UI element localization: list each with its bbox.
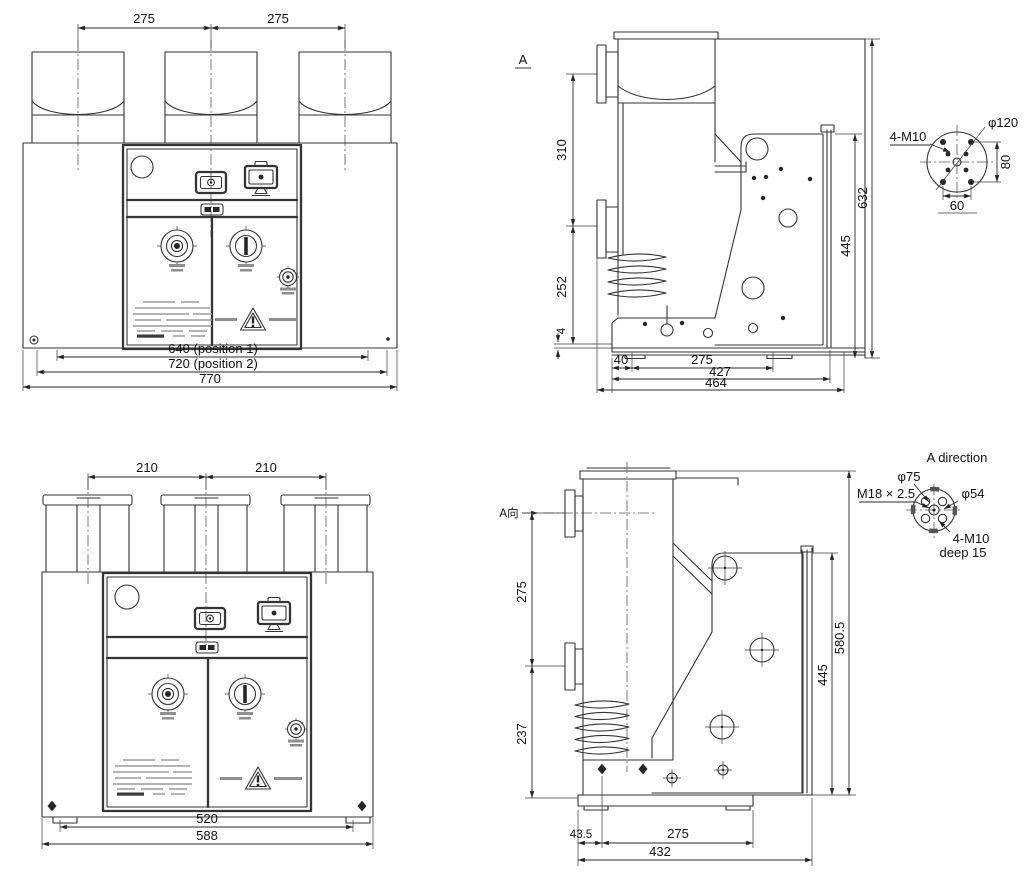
frame-holes xyxy=(642,137,813,339)
pole-center-lines xyxy=(77,40,346,237)
dim-height-445: 445 xyxy=(838,235,853,257)
warning-triangle-icon xyxy=(214,307,298,331)
dim-width-pos1: 640 (position 1) xyxy=(168,341,258,356)
label-flange-bolts: 4-M10 xyxy=(890,129,927,144)
view-side-top: A xyxy=(515,31,880,393)
lower-terminal xyxy=(596,199,619,259)
dim-pitch-left: 275 xyxy=(133,11,155,26)
dim-dia-inner: φ54 xyxy=(962,486,985,501)
dim-offset-435: 43.5 xyxy=(570,829,592,841)
close-button-dial-2 xyxy=(147,673,189,715)
base-plate xyxy=(611,317,866,360)
close-button-dial xyxy=(156,225,198,267)
operation-counter-2 xyxy=(256,596,292,633)
view-side-bottom: A向 xyxy=(499,462,856,866)
frame-panel-2 xyxy=(651,542,814,796)
dim-width-overall: 770 xyxy=(199,371,221,386)
dim-flange-v: 80 xyxy=(998,155,1013,169)
dim-width-overall-2: 588 xyxy=(196,828,218,843)
warning-triangle-icon-2 xyxy=(219,766,303,790)
pole-center-lines-2 xyxy=(87,478,327,645)
interlock-badge-2 xyxy=(284,717,308,748)
dim-height-lower-2: 237 xyxy=(514,723,529,745)
label-bolt-depth: deep 15 xyxy=(940,545,987,560)
front-panel-2 xyxy=(101,571,313,813)
dim-height-upper-2: 275 xyxy=(514,581,529,603)
dim-depth-275-2: 275 xyxy=(667,826,689,841)
dimensions-side-bottom: 275 237 445 580.5 43.5 275 432 xyxy=(514,470,856,866)
dimensions-side-top: 310 252 4 632 445 40 275 427 464 xyxy=(554,38,880,393)
dim-flange-diameter: φ120 xyxy=(988,115,1018,130)
mount-diamond xyxy=(47,800,57,812)
panel-hole xyxy=(130,155,154,179)
dim-pitch-right: 275 xyxy=(267,11,289,26)
view-direction-label-2: A向 xyxy=(499,506,518,520)
dim-height-lower: 252 xyxy=(554,276,569,298)
corner-bolts xyxy=(29,335,390,345)
dim-thread: M18 × 2.5 xyxy=(857,486,915,501)
dim-height-445-2: 445 xyxy=(815,664,830,686)
frame-panel xyxy=(617,124,835,348)
dim-depth-275: 275 xyxy=(691,352,713,367)
view-front-top: 275 275 640 (position 1) 720 (position 2… xyxy=(22,11,398,391)
open-button-dial xyxy=(225,225,267,267)
nameplate-small xyxy=(200,203,224,216)
dim-height-upper: 310 xyxy=(554,139,569,161)
panel-hole-2 xyxy=(114,584,140,610)
label-terminal-bolts: 4-M10 xyxy=(953,531,990,546)
breaker-body xyxy=(22,142,398,349)
nameplate-small-2 xyxy=(195,641,219,654)
rating-nameplate xyxy=(132,301,213,339)
dim-width-inner: 520 xyxy=(196,811,218,826)
dim-depth-464: 464 xyxy=(705,375,727,390)
pole-bushings xyxy=(31,51,392,144)
view-direction-label: A xyxy=(519,52,528,67)
dim-base-thickness: 4 xyxy=(556,327,568,334)
position-indicator-2 xyxy=(193,606,227,631)
insulator-fins xyxy=(607,253,667,298)
detail-title: A direction xyxy=(927,450,988,465)
dim-height-overall: 580.5 xyxy=(832,622,847,655)
mount-diamond xyxy=(357,800,367,812)
dim-height-632: 632 xyxy=(855,187,870,209)
lower-terminal-2 xyxy=(564,642,584,691)
detail-flange-top: φ120 4-M10 80 60 xyxy=(890,115,1018,214)
dim-offset-40: 40 xyxy=(614,352,628,367)
detail-flange-bottom: A direction φ75 M18 × 2.5 φ54 4-M10 deep… xyxy=(857,450,990,560)
open-button-dial-2 xyxy=(224,673,266,715)
upper-terminal xyxy=(596,44,619,104)
dim-depth-overall: 432 xyxy=(649,844,671,859)
dimensions-front-bottom: 210 210 520 588 xyxy=(41,460,374,849)
operation-counter xyxy=(243,160,279,197)
rating-nameplate-2 xyxy=(112,759,193,797)
bottom-rail xyxy=(577,759,813,811)
dim-pitch-right-2: 210 xyxy=(255,460,277,475)
interlock-badge xyxy=(276,265,300,296)
dim-dia-outer: φ75 xyxy=(898,469,921,484)
view-front-bottom: 210 210 520 588 xyxy=(41,460,374,849)
frame-holes-2 xyxy=(704,550,780,745)
dim-pitch-left-2: 210 xyxy=(136,460,158,475)
dimensions-front-top: 275 275 640 (position 1) 720 (position 2… xyxy=(22,11,398,391)
dim-width-pos2: 720 (position 2) xyxy=(168,356,258,371)
pole-bushings-2 xyxy=(42,494,371,573)
dim-depth-427: 427 xyxy=(709,364,731,379)
upper-terminal-2 xyxy=(564,489,584,538)
dim-flange-h: 60 xyxy=(950,198,964,213)
front-panel xyxy=(121,143,303,351)
